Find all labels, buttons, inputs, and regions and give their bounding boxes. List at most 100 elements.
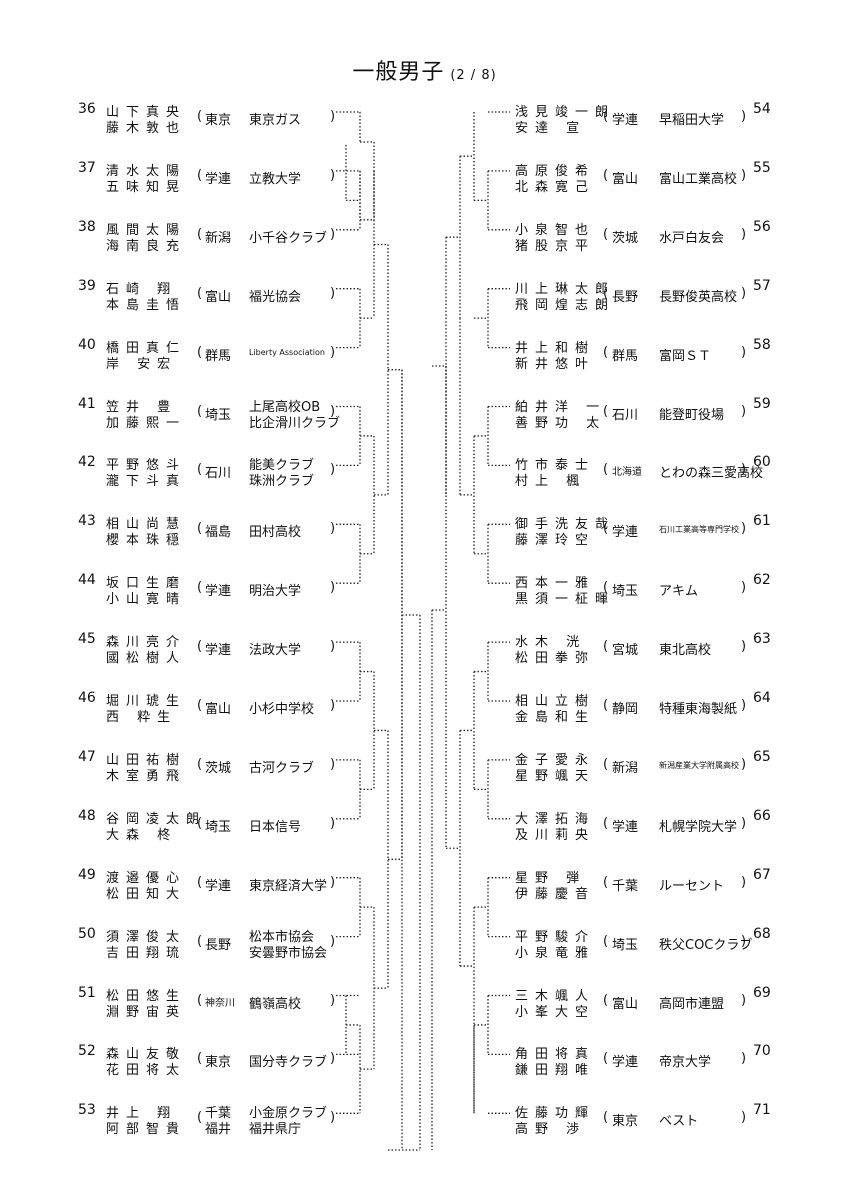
- close-paren: ): [741, 933, 747, 949]
- entry-number: 67: [753, 866, 771, 883]
- player-name: 森川亮介: [106, 635, 187, 651]
- page-title: 一般男子(2 / 8): [0, 54, 849, 86]
- entry-number: 48: [78, 807, 96, 824]
- player-name: 小泉智也: [515, 222, 596, 238]
- player-name: 井上 翔: [106, 1106, 178, 1122]
- player-name: 風間太陽: [106, 222, 187, 238]
- player-name: 大森 柊: [106, 827, 178, 843]
- prefecture: 群馬: [612, 348, 639, 364]
- club-name: 福光協会: [249, 289, 302, 305]
- open-paren: (: [603, 226, 609, 242]
- player-name: 相山尚慧: [106, 517, 187, 533]
- close-paren: ): [330, 874, 336, 890]
- entry-number: 60: [753, 454, 771, 471]
- player-name: 岸 安宏: [106, 356, 178, 372]
- prefecture: 石川: [612, 407, 639, 423]
- entry-number: 71: [753, 1102, 771, 1119]
- prefecture: 学連: [612, 1055, 639, 1071]
- club-name: 福井県庁: [249, 1122, 302, 1138]
- player-name: 堀川琥生: [106, 694, 187, 709]
- player-name: 吉田翔琉: [106, 945, 187, 961]
- page-indicator: (2 / 8): [450, 68, 497, 83]
- entry-number: 64: [753, 690, 771, 706]
- entry-number: 54: [753, 101, 771, 117]
- open-paren: (: [197, 756, 203, 772]
- prefecture: 長野: [612, 289, 639, 305]
- close-paren: ): [330, 1051, 336, 1067]
- club-name: 鶴嶺高校: [249, 996, 302, 1012]
- club-name: 立教大学: [249, 171, 302, 187]
- prefecture: 学連: [205, 584, 232, 600]
- player-name: 石崎 翔: [106, 281, 178, 297]
- player-name: 星野颯天: [515, 768, 596, 784]
- open-paren: (: [603, 1051, 609, 1067]
- open-paren: (: [197, 815, 203, 831]
- club-name: 小金原クラブ: [249, 1106, 328, 1122]
- player-name: 小峯大空: [515, 1004, 596, 1020]
- player-name: 安達 宣: [515, 121, 587, 136]
- club-name: 能美クラブ: [249, 458, 315, 474]
- close-paren: ): [741, 521, 747, 537]
- close-paren: ): [741, 1110, 747, 1126]
- open-paren: (: [603, 462, 609, 478]
- player-name: 猪股京平: [515, 238, 596, 254]
- player-name: 松田拳弥: [515, 651, 596, 667]
- player-name: 五味知晃: [106, 179, 187, 195]
- player-name: 西本一雅: [515, 576, 596, 592]
- open-paren: (: [603, 1110, 609, 1126]
- club-name: 能登町役場: [659, 407, 725, 423]
- close-paren: ): [741, 285, 747, 301]
- prefecture: 学連: [612, 113, 639, 128]
- prefecture: 富山: [612, 171, 639, 187]
- open-paren: (: [603, 580, 609, 596]
- player-name: 三木颯人: [515, 988, 596, 1004]
- prefecture: 東京: [612, 1114, 639, 1130]
- open-paren: (: [197, 698, 203, 713]
- entry-number: 65: [753, 748, 771, 765]
- open-paren: (: [603, 992, 609, 1008]
- club-name: 上尾高校OB: [249, 399, 321, 415]
- close-paren: ): [741, 639, 747, 655]
- prefecture: 千葉: [205, 1106, 232, 1122]
- open-paren: (: [197, 109, 203, 124]
- open-paren: (: [603, 815, 609, 831]
- club-name: ベスト: [659, 1114, 699, 1130]
- close-paren: ): [741, 992, 747, 1008]
- entry-number: 68: [753, 925, 771, 942]
- close-paren: ): [330, 639, 336, 655]
- player-name: 竹市泰士: [515, 458, 596, 474]
- close-paren: ): [330, 344, 336, 360]
- prefecture: 富山: [205, 289, 232, 305]
- player-name: 松田知大: [106, 886, 187, 902]
- close-paren: ): [330, 167, 336, 183]
- prefecture: 新潟: [612, 760, 639, 776]
- club-name: 比企滑川クラブ: [249, 415, 341, 431]
- prefecture: 群馬: [205, 348, 232, 364]
- club-name: 法政大学: [249, 643, 302, 659]
- player-name: 川上琳太郎: [515, 281, 616, 297]
- player-name: 善野功 太: [515, 415, 607, 431]
- prefecture: 茨城: [612, 230, 639, 246]
- close-paren: ): [330, 109, 336, 124]
- player-name: 坂口生磨: [106, 576, 187, 592]
- prefecture: 学連: [205, 643, 232, 659]
- player-name: 飛岡煌志朗: [515, 297, 616, 313]
- open-paren: (: [197, 344, 203, 360]
- close-paren: ): [741, 815, 747, 831]
- prefecture: 学連: [205, 171, 232, 187]
- player-name: 阿部智貴: [106, 1122, 187, 1138]
